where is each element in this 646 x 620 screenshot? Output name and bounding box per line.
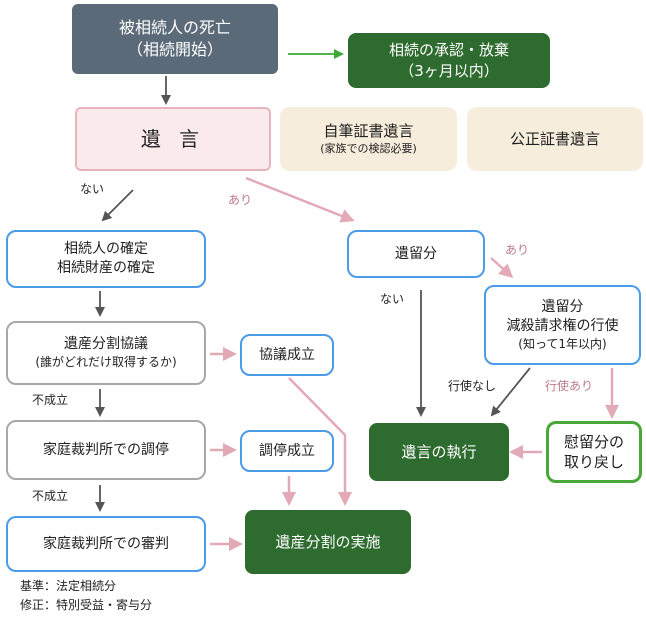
node-mediation-reached-label: 調停成立 xyxy=(259,442,315,459)
node-estate-division: 遺産分割の実施 xyxy=(245,510,411,574)
label-will-exists: あり xyxy=(228,193,253,207)
node-family-court-mediation-label: 家庭裁判所での調停 xyxy=(43,441,169,458)
node-accept-renounce: 相続の承認・放棄 （3ヶ月以内） xyxy=(348,33,550,88)
node-share-recovery-line1: 慰留分の xyxy=(563,432,624,451)
node-will: 遺 言 xyxy=(75,107,271,171)
node-family-court-trial: 家庭裁判所での審判 xyxy=(6,516,206,572)
node-decedent-death-line1: 被相続人の死亡 xyxy=(118,18,231,38)
node-notarial-will: 公正証書遺言 xyxy=(467,107,643,171)
arrow-forced-to-reduction xyxy=(490,257,514,279)
node-holographic-will: 自筆証書遺言 (家族での検認必要) xyxy=(280,107,457,171)
node-accept-renounce-line1: 相続の承認・放棄 xyxy=(388,41,509,60)
arrow-will-to-forced xyxy=(245,176,355,223)
label-no-will: ない xyxy=(80,182,105,196)
node-forced-share-label: 遺留分 xyxy=(395,245,437,262)
label-mediation-failed: 不成立 xyxy=(32,489,69,503)
node-will-label: 遺 言 xyxy=(140,126,206,151)
node-reduction-claim-line1: 遺留分 xyxy=(541,299,584,316)
node-decedent-death: 被相続人の死亡 （相続開始） xyxy=(72,4,278,74)
node-notarial-will-label: 公正証書遺言 xyxy=(509,129,600,148)
note-standard: 基準：法定相続分 xyxy=(20,579,117,593)
node-heirs-confirmation-line2: 相続財産の確定 xyxy=(57,260,155,276)
node-family-court-trial-label: 家庭裁判所での審判 xyxy=(43,535,169,552)
division-notes: 基準：法定相続分 修正：特別受益・寄与分 xyxy=(20,577,152,615)
node-holographic-will-line2: (家族での検認必要) xyxy=(320,141,417,155)
node-division-negotiation: 遺産分割協議 (誰がどれだけ取得するか) xyxy=(6,321,206,385)
node-reduction-claim: 遺留分 減殺請求権の行使 (知って1年以内) xyxy=(484,285,641,365)
node-mediation-reached: 調停成立 xyxy=(240,430,334,472)
label-forced-share-exists: あり xyxy=(505,243,530,257)
label-exercised: 行使あり xyxy=(545,379,594,393)
arrow-reduction-to-execution xyxy=(490,367,531,417)
arrow-agreed-to-division xyxy=(288,377,352,506)
node-will-execution-label: 遺言の執行 xyxy=(401,442,477,461)
node-decedent-death-line2: （相続開始） xyxy=(126,40,223,59)
node-estate-division-label: 遺産分割の実施 xyxy=(275,532,381,551)
node-division-negotiation-line2: (誰がどれだけ取得するか) xyxy=(35,355,177,370)
node-division-negotiation-line1: 遺産分割協議 xyxy=(64,336,148,353)
label-no-forced-share: ない xyxy=(380,292,405,306)
node-forced-share: 遺留分 xyxy=(347,230,485,278)
node-heirs-confirmation: 相続人の確定 相続財産の確定 xyxy=(6,230,206,288)
node-family-court-mediation: 家庭裁判所での調停 xyxy=(6,420,206,480)
label-negotiation-failed: 不成立 xyxy=(32,393,69,407)
node-holographic-will-line1: 自筆証書遺言 xyxy=(323,122,414,141)
node-accept-renounce-line2: （3ヶ月以内） xyxy=(399,61,499,80)
note-adjustment: 修正：特別受益・寄与分 xyxy=(20,598,153,612)
node-reduction-claim-line3: (知って1年以内) xyxy=(518,336,607,351)
node-share-recovery-line2: 取り戻し xyxy=(563,453,624,471)
node-reduction-claim-line2: 減殺請求権の行使 xyxy=(506,317,619,334)
node-agreement-reached-label: 協議成立 xyxy=(259,346,315,363)
node-share-recovery: 慰留分の 取り戻し xyxy=(546,421,642,483)
label-not-exercised: 行使なし xyxy=(448,379,497,393)
node-will-execution: 遺言の執行 xyxy=(369,423,509,481)
arrow-will-to-heirs xyxy=(101,189,134,222)
node-heirs-confirmation-line1: 相続人の確定 xyxy=(64,241,148,258)
node-agreement-reached: 協議成立 xyxy=(240,334,334,376)
